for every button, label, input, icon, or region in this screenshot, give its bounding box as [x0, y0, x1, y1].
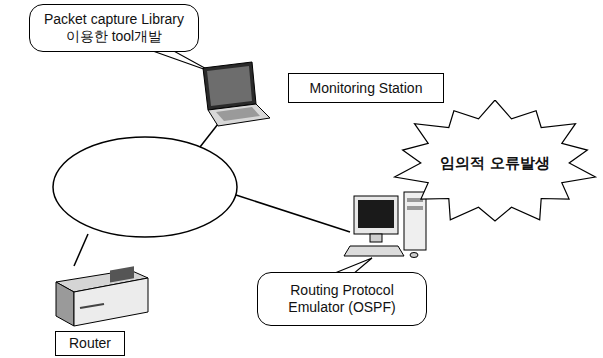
label-box: Monitoring Station	[288, 73, 444, 103]
node-text: Monitoring Station	[310, 80, 423, 97]
router-device	[56, 266, 148, 326]
laptop-icon	[203, 62, 270, 126]
node-text: Routing Protocol Emulator (OSPF)	[267, 282, 417, 316]
link-line	[200, 124, 218, 147]
link-line	[74, 234, 88, 266]
node-text: Router	[69, 335, 111, 352]
callout-bubble: Packet capture Library 이용한 tool개발	[29, 4, 199, 52]
desktop-pc-icon	[344, 192, 426, 258]
network-ring	[53, 137, 237, 237]
node-text: 임의적 오류발생	[440, 154, 549, 172]
error-starburst: 임의적 오류발생	[392, 100, 598, 226]
link-line	[236, 195, 350, 232]
callout-bubble: Routing Protocol Emulator (OSPF)	[257, 272, 427, 326]
node-text: Packet capture Library 이용한 tool개발	[39, 11, 189, 45]
label-box: Router	[55, 331, 125, 356]
router-panel	[110, 266, 134, 282]
